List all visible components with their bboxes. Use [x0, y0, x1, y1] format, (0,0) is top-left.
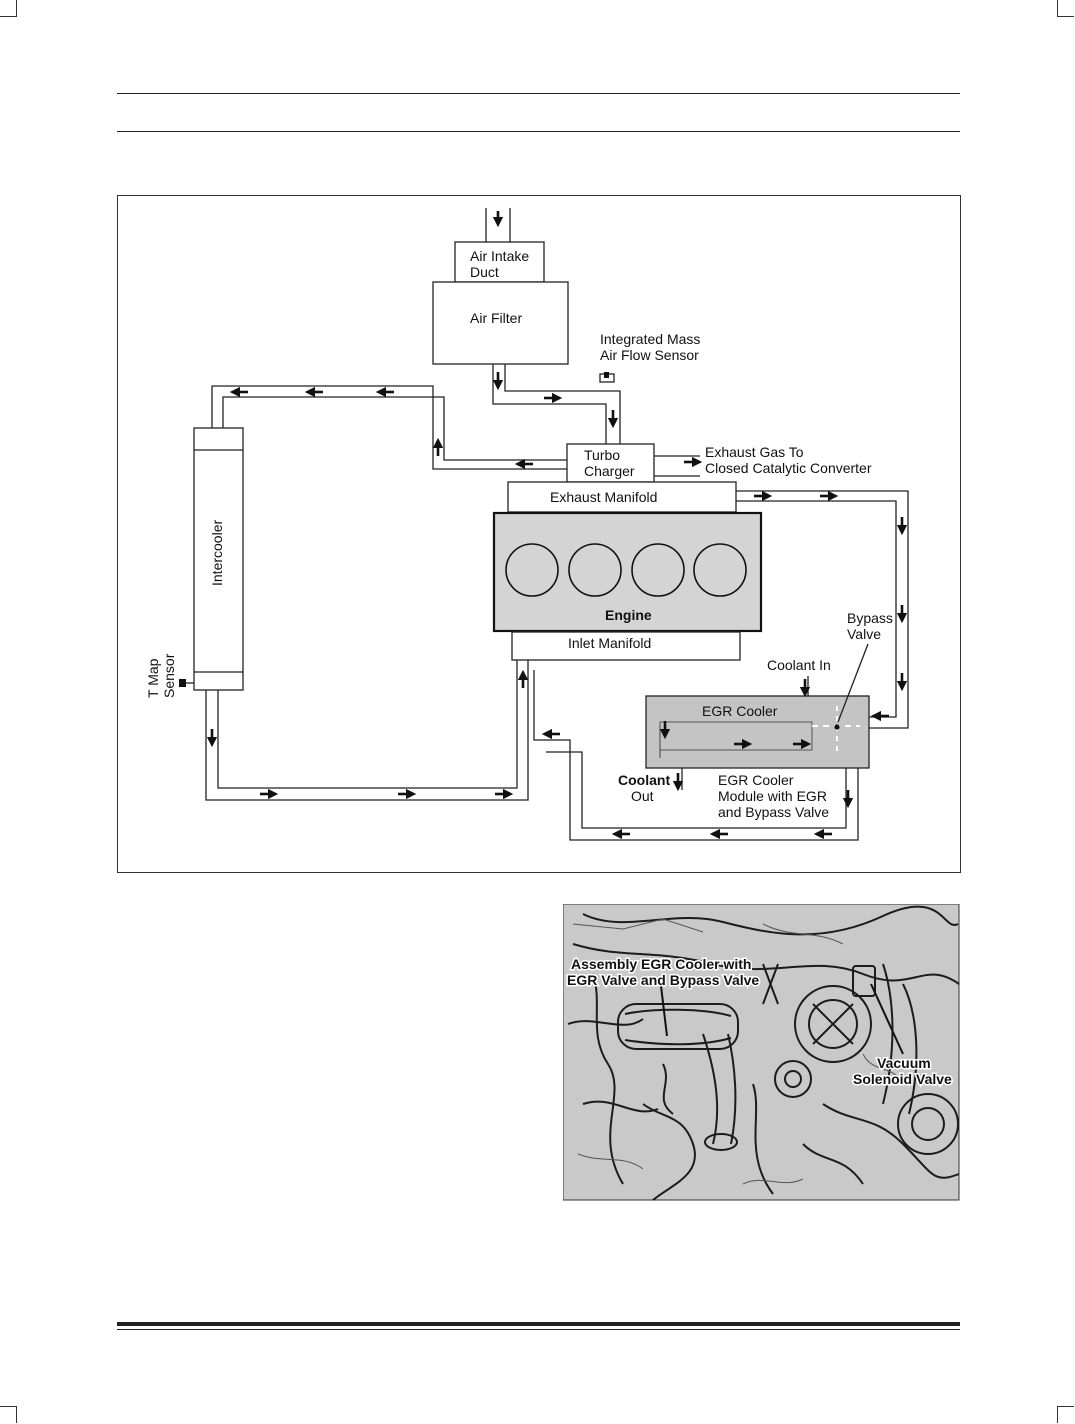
engine-cylinder-1	[505, 543, 559, 597]
egr-module-label-2: Module with EGR	[718, 788, 827, 804]
air-filter-box	[432, 281, 569, 365]
vacuum-callout-2: Solenoid Valve	[853, 1071, 952, 1087]
inlet-manifold-label: Inlet Manifold	[568, 635, 651, 651]
assembly-callout-2: EGR Valve and Bypass Valve	[567, 972, 759, 988]
exhaust-gas-label: Exhaust Gas To	[705, 444, 804, 460]
coolant-out-label: Coolant	[618, 772, 670, 788]
assembly-leader-line	[660, 985, 668, 1037]
turbo-charger-label-2: Charger	[584, 463, 635, 479]
egr-cooler-module	[645, 695, 870, 769]
intercooler-label: Intercooler	[209, 520, 225, 586]
air-filter-label: Air Filter	[470, 310, 522, 326]
tmap-sensor-label: T Map	[145, 658, 161, 698]
tmap-sensor-label-2: Sensor	[161, 653, 177, 698]
crop-mark-top-left	[0, 0, 17, 17]
maf-sensor-label-2: Air Flow Sensor	[600, 347, 699, 363]
bypass-valve-label-2: Valve	[847, 626, 881, 642]
bypass-valve-leader	[837, 643, 869, 723]
inlet-manifold-box	[511, 631, 741, 661]
egr-module-label-3: and Bypass Valve	[718, 804, 829, 820]
engine-cylinder-2	[568, 543, 622, 597]
header-rule-bottom	[117, 131, 960, 132]
air-intake-duct-box	[454, 241, 545, 283]
crop-mark-bottom-left	[0, 1406, 17, 1423]
exhaust-manifold-box	[507, 481, 737, 513]
air-intake-duct-label-2: Duct	[470, 264, 499, 280]
air-intake-duct-label: Air Intake	[470, 248, 529, 264]
footer-rule-thick	[117, 1322, 960, 1326]
exhaust-gas-label-2: Closed Catalytic Converter	[705, 460, 872, 476]
egr-cooler-label: EGR Cooler	[702, 703, 778, 719]
tmap-sensor-nub	[179, 679, 186, 687]
engine-cylinder-4	[693, 543, 747, 597]
crop-mark-top-right	[1057, 0, 1074, 17]
coolant-in-label: Coolant In	[767, 657, 831, 673]
vacuum-callout: Vacuum	[877, 1055, 931, 1071]
vacuum-leader-line	[870, 983, 904, 1055]
exhaust-manifold-label: Exhaust Manifold	[550, 489, 657, 505]
engine-cylinder-3	[631, 543, 685, 597]
maf-sensor-label: Integrated Mass	[600, 331, 700, 347]
assembly-callout: Assembly EGR Cooler with	[571, 956, 751, 972]
coolant-out-label-2: Out	[631, 788, 654, 804]
footer-rule-thin	[117, 1329, 960, 1330]
flow-arrows	[206, 211, 908, 840]
engine-bay-photo: Assembly EGR Cooler with EGR Valve and B…	[563, 904, 960, 1201]
egr-module-label: EGR Cooler	[718, 772, 794, 788]
engine-label: Engine	[605, 607, 652, 623]
header-rule-top	[117, 93, 960, 94]
bypass-valve-label: Bypass	[847, 610, 893, 626]
crop-mark-bottom-right	[1057, 1406, 1074, 1423]
turbo-charger-label: Turbo	[584, 447, 620, 463]
egr-flow-diagram: Air Intake Duct Air Filter Integrated Ma…	[145, 208, 909, 841]
intercooler-box	[193, 427, 244, 691]
